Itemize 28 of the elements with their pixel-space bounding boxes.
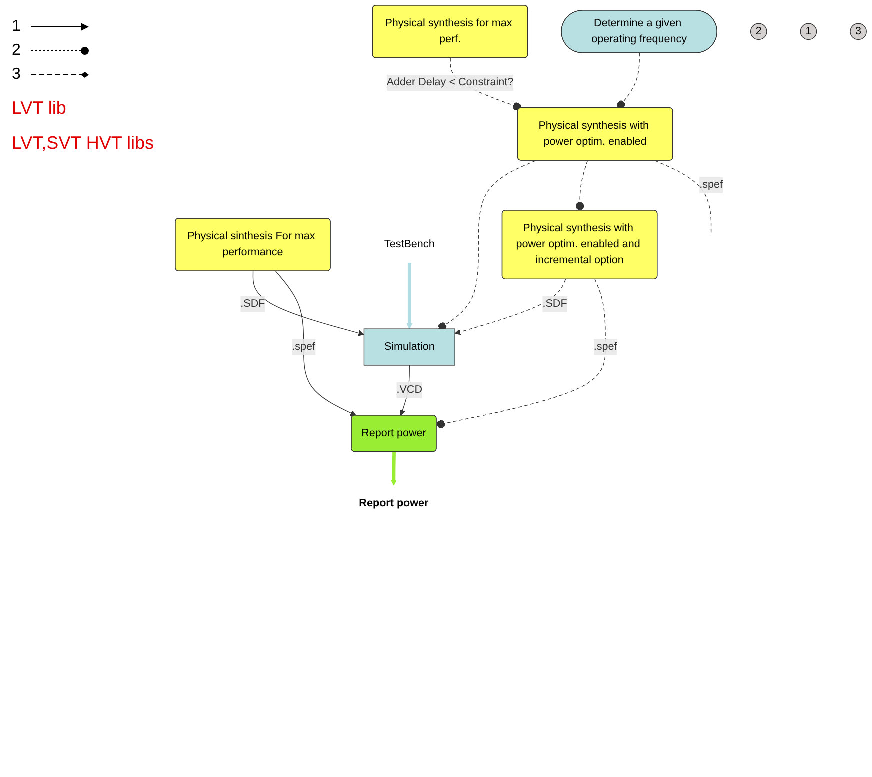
- connector: [576, 160, 588, 212]
- node-text: Report power: [359, 498, 429, 510]
- arrow: [252, 271, 364, 336]
- legend-text: 1: [12, 18, 21, 36]
- node-text: TestBench: [384, 238, 435, 250]
- arrow: [390, 452, 397, 486]
- edge-label: Adder Delay < Constraint?: [386, 76, 514, 88]
- node-circle: 3: [850, 23, 867, 40]
- node-circle: 2: [750, 23, 768, 40]
- edge-label: .SDF: [542, 298, 568, 310]
- library-note: LVT,SVT HVT libs: [12, 133, 156, 154]
- edge-label: .SDF: [240, 298, 266, 310]
- connector: [654, 160, 712, 235]
- edge-label: .spef: [292, 341, 316, 353]
- connector: [617, 52, 640, 109]
- arrow: [406, 262, 413, 330]
- node-box: Simulation: [364, 328, 456, 366]
- legend-text: 2: [12, 42, 21, 60]
- edge-label: .VCD: [396, 384, 423, 396]
- library-note: LVT lib: [12, 98, 68, 119]
- arrow: [275, 271, 357, 416]
- arrow: [454, 279, 566, 336]
- legend-text: 3: [12, 66, 21, 84]
- node-circle: 1: [800, 23, 818, 40]
- edge-label: .spef: [700, 179, 723, 191]
- connector: [438, 160, 536, 331]
- edge-label: .spef: [594, 341, 618, 353]
- connector: [436, 279, 606, 428]
